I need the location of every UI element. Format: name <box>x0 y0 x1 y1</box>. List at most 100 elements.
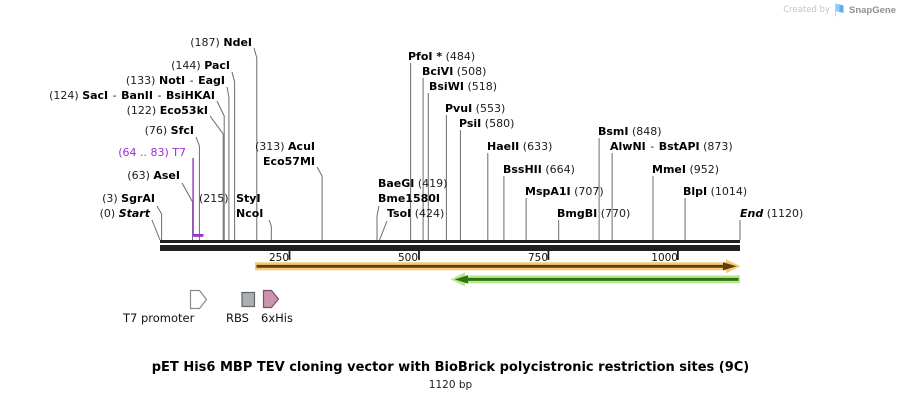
site-name: AlwNI <box>610 140 646 153</box>
site-label-ndei[interactable]: (187) NdeI <box>190 36 252 49</box>
site-label-saci-banii-bsihkai[interactable]: (124) SacI - BanII - BsiHKAI <box>49 89 215 102</box>
snapgene-credit: Created by SnapGene <box>783 3 896 17</box>
site-label-sfci[interactable]: (76) SfcI <box>145 124 194 137</box>
connector-ndei <box>253 47 258 240</box>
connector-sgrai <box>156 205 163 240</box>
site-name: BssHII <box>503 163 542 176</box>
connector-start <box>151 219 161 241</box>
site-label-mmei[interactable]: MmeI (952) <box>652 163 719 176</box>
site-label-bsiwi[interactable]: BsiWI (518) <box>429 80 497 93</box>
site-name: Start <box>118 207 150 220</box>
site-label-bsmi[interactable]: BsmI (848) <box>598 125 662 138</box>
site-position: (3) <box>102 192 118 205</box>
site-label-alwni-bstapi[interactable]: AlwNI - BstAPI (873) <box>610 140 733 153</box>
site-name: MspA1I <box>525 185 571 198</box>
rbs-label[interactable]: RBS <box>226 311 249 325</box>
ruler-label-250: 250 <box>268 252 289 264</box>
site-name: BsiHKAI <box>165 89 215 102</box>
site-label-haeii[interactable]: HaeII (633) <box>487 140 552 153</box>
site-label-acui[interactable]: (313) AcuI <box>255 140 315 153</box>
site-name: BlpI <box>683 185 708 198</box>
site-position: (873) <box>703 140 733 153</box>
site-label-pvui[interactable]: PvuI (553) <box>445 102 505 115</box>
site-label-start[interactable]: (0) Start <box>100 207 150 220</box>
site-name: AseI <box>153 169 180 182</box>
6xhis-glyph[interactable] <box>262 289 280 309</box>
site-position: (122) <box>126 104 157 117</box>
site-label-asei[interactable]: (63) AseI <box>127 169 180 182</box>
site-label-noti-eagi[interactable]: (133) NotI - EagI <box>126 74 225 87</box>
site-label-paci[interactable]: (144) PacI <box>171 59 230 72</box>
site-name: Eco53kI <box>159 104 208 117</box>
connector-noti <box>226 86 230 240</box>
site-label-t7-region[interactable]: (64 .. 83) T7 <box>118 146 186 159</box>
site-position: (664) <box>545 163 575 176</box>
site-label-bme1580i[interactable]: Bme1580I <box>378 192 440 205</box>
site-position: (553) <box>475 102 506 115</box>
site-label-bsshii[interactable]: BssHII (664) <box>503 163 575 176</box>
site-name: End <box>740 207 764 220</box>
sequence-backbone-top <box>160 240 740 243</box>
6xhis-label[interactable]: 6xHis <box>261 311 293 325</box>
site-label-eco53ki[interactable]: (122) Eco53kI <box>127 104 208 117</box>
site-label-baegi[interactable]: BaeGI (419) <box>378 177 447 190</box>
site-position: (508) <box>456 65 487 78</box>
feature-arrow-reverse[interactable] <box>450 272 741 287</box>
site-separator: - <box>157 89 162 102</box>
site-label-pfoi[interactable]: PfoI * (484) <box>408 50 475 63</box>
site-label-bmgbi[interactable]: BmgBI (770) <box>557 207 630 220</box>
site-position: (1120) <box>766 207 804 220</box>
site-label-eco57mi[interactable]: Eco57MI <box>263 155 315 168</box>
site-name: Bme1580I <box>378 192 441 205</box>
ruler-label-1000: 1000 <box>651 252 678 264</box>
site-name: EagI <box>198 74 225 87</box>
site-position: (187) <box>190 36 220 49</box>
credit-text: Created by <box>783 5 830 15</box>
site-name: PacI <box>204 59 230 72</box>
site-label-styi[interactable]: (215) StyI <box>199 192 261 205</box>
site-label-blpi[interactable]: BlpI (1014) <box>683 185 747 198</box>
site-label-bcivi[interactable]: BciVI (508) <box>422 65 486 78</box>
rbs-glyph[interactable] <box>241 291 256 308</box>
site-label-mspa1i[interactable]: MspA1I (707) <box>525 185 604 198</box>
site-label-tsoi[interactable]: TsoI (424) <box>387 207 444 220</box>
site-label-end[interactable]: End (1120) <box>740 207 803 220</box>
site-position: (144) <box>171 59 201 72</box>
connector-sfci <box>195 136 200 240</box>
site-name: BciVI <box>422 65 454 78</box>
site-label-ncoi[interactable]: NcoI <box>236 207 263 220</box>
connector-tsoi <box>379 220 388 241</box>
site-name: PfoI * <box>408 50 443 63</box>
ruler-label-500: 500 <box>397 252 418 264</box>
site-position: (64 .. 83) <box>118 146 169 159</box>
t7-region-marker[interactable] <box>192 234 204 237</box>
site-name: NotI <box>158 74 186 87</box>
site-position: (0) <box>99 207 116 220</box>
site-separator: - <box>189 74 194 87</box>
ruler-tick-500 <box>418 249 420 260</box>
site-position: (707) <box>574 185 604 198</box>
site-name: BstAPI <box>658 140 700 153</box>
connector-asei <box>181 182 194 240</box>
t7-promoter-glyph[interactable] <box>189 289 208 310</box>
site-name: Eco57MI <box>263 155 315 168</box>
site-position: (484) <box>445 50 476 63</box>
site-name: NdeI <box>223 36 252 49</box>
site-label-sgrai[interactable]: (3) SgrAI <box>102 192 155 205</box>
connector-eco53ki <box>209 115 224 240</box>
feature-arrow-forward[interactable] <box>255 259 741 274</box>
site-name: MmeI <box>652 163 686 176</box>
site-label-psii[interactable]: PsiI (580) <box>459 117 514 130</box>
ruler-tick-1000 <box>677 249 679 260</box>
t7-promoter-label[interactable]: T7 promoter <box>123 311 195 325</box>
site-name: NcoI <box>236 207 264 220</box>
connector-baegi <box>376 205 380 240</box>
ruler-tick-750 <box>547 249 550 260</box>
ruler-tick-250 <box>288 249 291 260</box>
site-position: (952) <box>689 163 720 176</box>
snapgene-brand: SnapGene <box>849 4 896 16</box>
site-name: BaeGI <box>378 177 415 190</box>
site-name: HaeII <box>487 140 520 153</box>
